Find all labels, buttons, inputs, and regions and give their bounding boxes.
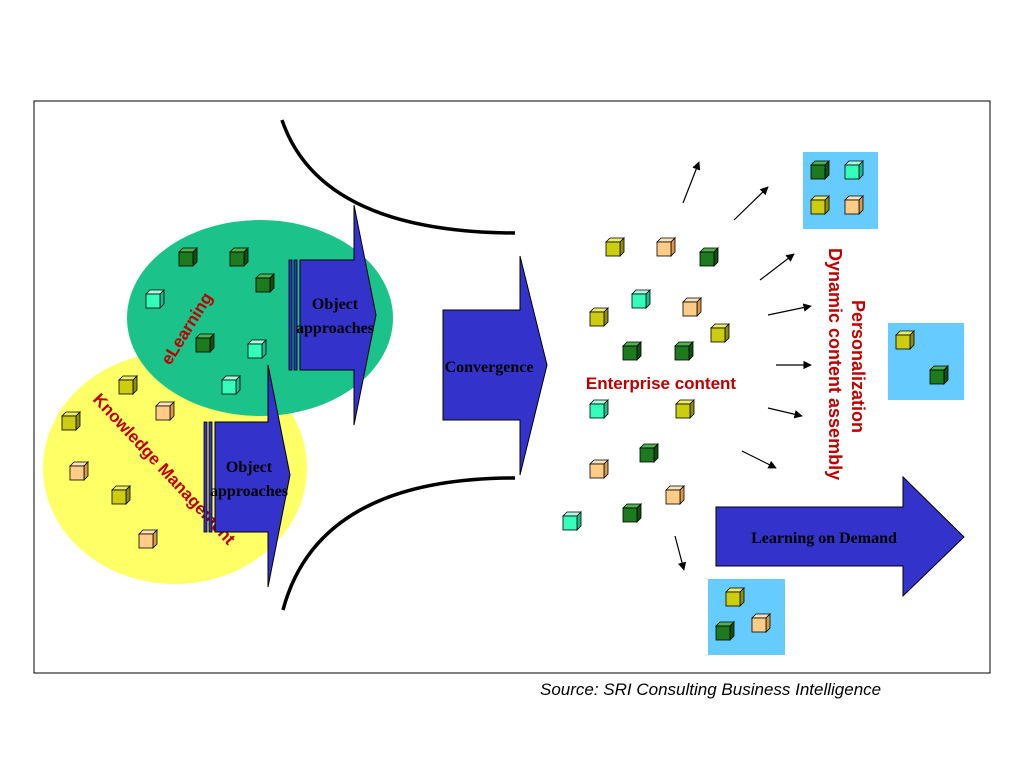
cube	[656, 237, 676, 257]
cube	[229, 247, 249, 267]
convergence-arrow: Convergence	[442, 255, 548, 476]
output-box-middle	[888, 323, 964, 400]
cube	[589, 459, 609, 479]
object-approaches-label-lower-line1: Object	[226, 459, 273, 476]
cube	[111, 485, 131, 505]
cube	[622, 341, 642, 361]
cube	[145, 289, 165, 309]
object-approaches-label-upper-line2: approaches	[296, 320, 374, 337]
object-approaches-arrow-upper: Object approaches	[288, 204, 377, 426]
arrow-line	[759, 253, 795, 281]
cube	[710, 323, 730, 343]
learning-on-demand-label: Learning on Demand	[751, 530, 897, 547]
cube	[675, 399, 695, 419]
cube	[699, 247, 719, 267]
cube	[605, 237, 625, 257]
cube	[562, 511, 582, 531]
cube	[810, 195, 830, 215]
cube	[589, 399, 609, 419]
cube	[155, 401, 175, 421]
cube	[844, 160, 864, 180]
cube	[810, 160, 830, 180]
cube	[195, 333, 215, 353]
arrow-line	[674, 535, 687, 571]
dynamic-content-assembly-label: Dynamic content assembly	[825, 248, 845, 480]
cube	[247, 339, 267, 359]
arrow-line	[682, 161, 701, 204]
cube	[69, 461, 89, 481]
output-box-bottom	[708, 579, 785, 655]
cube	[178, 247, 198, 267]
enterprise-content-label: Enterprise content	[586, 374, 737, 393]
cube	[221, 375, 241, 395]
cube	[138, 529, 158, 549]
arrow-line	[733, 186, 769, 221]
convergence-label: Convergence	[445, 359, 534, 376]
object-approaches-arrow-lower: Object approaches	[203, 364, 291, 588]
cube	[631, 289, 651, 309]
cube	[61, 411, 81, 431]
cube	[622, 503, 642, 523]
cube	[895, 330, 915, 350]
cube	[639, 443, 659, 463]
arrow-line	[767, 303, 812, 316]
cube	[844, 195, 864, 215]
cube	[929, 365, 949, 385]
personalization-label: Personalization	[848, 300, 868, 433]
cube	[665, 485, 685, 505]
cube	[118, 375, 138, 395]
cube	[751, 613, 771, 633]
object-approaches-label-upper-line1: Object	[312, 296, 359, 313]
cube	[674, 341, 694, 361]
funnel-curve-top	[280, 119, 516, 235]
diagram-frame	[33, 100, 991, 674]
object-approaches-label-lower-line2: approaches	[210, 483, 288, 500]
funnel-curve-bottom	[281, 476, 516, 611]
cube	[682, 297, 702, 317]
cube	[725, 587, 745, 607]
arrow-line	[767, 407, 803, 419]
output-box-top	[803, 152, 878, 229]
learning-on-demand-arrow: Learning on Demand	[715, 475, 965, 598]
radiating-arrows	[674, 161, 812, 571]
cube	[589, 307, 609, 327]
source-caption: Source: SRI Consulting Business Intellig…	[540, 680, 882, 699]
cube	[715, 621, 735, 641]
arrow-line	[741, 450, 777, 469]
cube	[255, 273, 275, 293]
